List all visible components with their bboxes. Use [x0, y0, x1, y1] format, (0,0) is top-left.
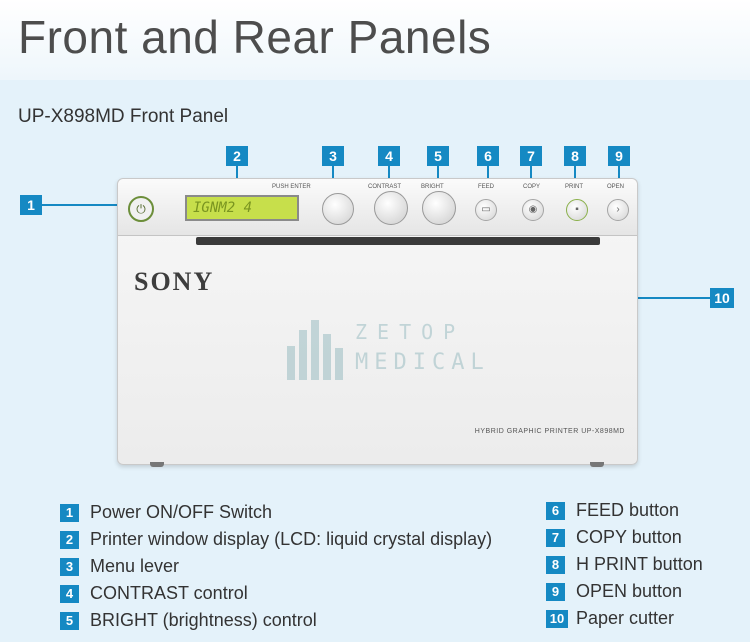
callout-10: 10	[710, 288, 734, 308]
callout-1: 1	[20, 195, 42, 215]
model-label: HYBRID GRAPHIC PRINTER UP-X898MD	[474, 428, 625, 435]
feed-label: FEED	[478, 184, 495, 190]
print-label: PRINT	[565, 184, 583, 190]
push-enter-label: PUSH ENTER	[272, 184, 311, 190]
legend-text: FEED button	[576, 500, 680, 520]
callout-4: 4	[378, 146, 400, 166]
callout-6: 6	[477, 146, 499, 166]
watermark-line2: MEDICAL	[355, 350, 490, 375]
print-button[interactable]: ▪	[566, 199, 588, 221]
legend-text: CONTRAST control	[90, 583, 248, 603]
legend-text: H PRINT button	[576, 554, 703, 574]
bright-knob[interactable]	[422, 191, 456, 225]
lcd-display: IGNM2 4	[185, 195, 299, 221]
legend-text: BRIGHT (brightness) control	[90, 610, 317, 630]
copy-button[interactable]: ◉	[522, 199, 544, 221]
legend-number: 2	[60, 531, 79, 549]
legend-number: 6	[546, 502, 565, 520]
legend-text: Power ON/OFF Switch	[90, 502, 273, 522]
paper-cutter-slot	[196, 237, 600, 245]
legend-number: 4	[60, 585, 79, 603]
control-panel: ⏻ IGNM2 4 PUSH ENTER CONTRAST BRIGHT FEE…	[118, 179, 637, 236]
contrast-knob[interactable]	[374, 191, 408, 225]
section-title: UP-X898MD Front Panel	[18, 106, 229, 127]
contrast-label: CONTRAST	[368, 184, 401, 190]
legend-number: 5	[60, 612, 79, 630]
callout-7: 7	[520, 146, 542, 166]
legend-text: OPEN button	[576, 581, 683, 601]
legend-number: 9	[546, 583, 565, 601]
watermark-line1: ZETOP	[355, 320, 466, 344]
callout-9: 9	[608, 146, 630, 166]
legend-number: 3	[60, 558, 79, 576]
bright-label: BRIGHT	[421, 184, 444, 190]
printer-foot	[150, 462, 164, 467]
legend-number: 8	[546, 556, 565, 574]
watermark-building-icon	[287, 320, 343, 380]
copy-label: COPY	[523, 184, 541, 190]
power-button[interactable]: ⏻	[128, 196, 154, 222]
page-title: Front and Rear Panels	[18, 11, 492, 63]
open-button[interactable]: ›	[607, 199, 629, 221]
legend-number: 10	[546, 610, 568, 628]
printer-illustration: ⏻ IGNM2 4 PUSH ENTER CONTRAST BRIGHT FEE…	[117, 178, 638, 467]
watermark: ZETOP MEDICAL	[283, 316, 498, 382]
open-label: OPEN	[607, 184, 625, 190]
menu-lever[interactable]	[322, 193, 354, 225]
legend-text: Printer window display (LCD: liquid crys…	[90, 529, 493, 549]
feed-button[interactable]: ▭	[475, 199, 497, 221]
callout-5: 5	[427, 146, 449, 166]
brand-logo: SONY	[134, 267, 215, 296]
callout-3: 3	[322, 146, 344, 166]
legend-number: 7	[546, 529, 565, 547]
legend-number: 1	[60, 504, 79, 522]
page-header: Front and Rear Panels	[0, 0, 750, 80]
legend-text: COPY button	[576, 527, 682, 547]
legend-text: Paper cutter	[576, 608, 675, 628]
legend-text: Menu lever	[90, 556, 180, 576]
callout-2: 2	[226, 146, 248, 166]
printer-foot	[590, 462, 604, 467]
callout-8: 8	[564, 146, 586, 166]
